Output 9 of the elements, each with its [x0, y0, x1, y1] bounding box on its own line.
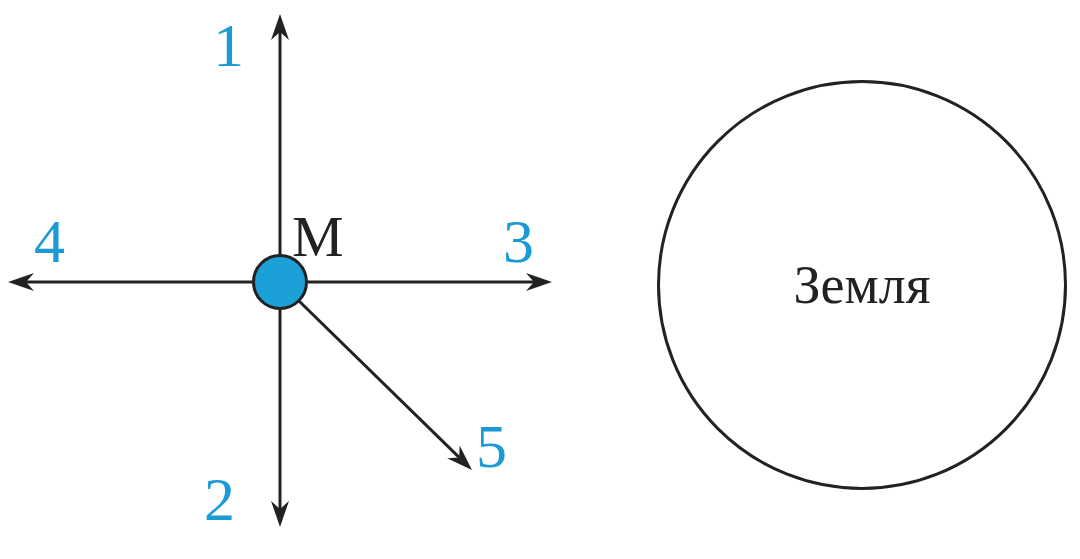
- earth-circle: [657, 80, 1067, 490]
- direction-number: 2: [204, 468, 235, 530]
- direction-number: 1: [213, 14, 244, 76]
- direction-number: 3: [503, 210, 534, 272]
- direction-number: 4: [34, 210, 65, 272]
- direction-number: 5: [476, 415, 507, 477]
- point-label: M: [292, 208, 344, 266]
- earth-label: Земля: [793, 254, 931, 316]
- point-dot: [252, 254, 308, 310]
